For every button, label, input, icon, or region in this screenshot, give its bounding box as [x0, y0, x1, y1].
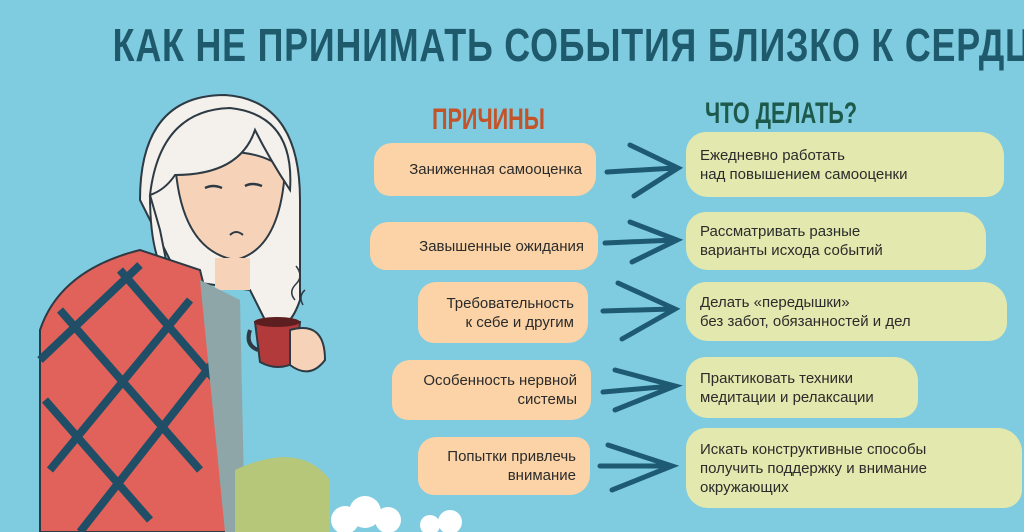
solution-box: Рассматривать разные варианты исхода собы… — [686, 212, 986, 270]
arrows — [597, 142, 684, 493]
cloud-icon — [331, 496, 462, 532]
solution-box: Делать «передышки»без забот, обязанносте… — [686, 282, 1007, 341]
arrow-icon — [600, 280, 681, 342]
arrow-icon — [604, 142, 684, 199]
solution-text: Ежедневно работать — [700, 146, 845, 164]
arrow-icon — [600, 367, 683, 413]
cause-text: внимание — [507, 467, 576, 484]
page-title: КАК НЕ ПРИНИМАТЬ СОБЫТИЯ БЛИЗКО К СЕРДЦУ — [112, 19, 1024, 71]
solution-text: без забот, обязанностей и дел — [700, 312, 911, 330]
cause-box: Попытки привлечь внимание — [418, 437, 590, 495]
solutions-header: ЧТО ДЕЛАТЬ? — [705, 97, 858, 130]
solution-text: Рассматривать разные — [700, 223, 861, 240]
cause-box: Заниженная самооценка — [374, 143, 596, 196]
solution-text: над повышением самооценки — [700, 165, 908, 183]
solution-text: Практиковать техники — [700, 369, 854, 387]
solution-text: получить поддержку и внимание — [700, 459, 928, 477]
cause-text: системы — [517, 391, 577, 408]
cause-box: Завышенные ожидания — [370, 222, 598, 270]
cause-text: Заниженная самооценка — [409, 161, 582, 178]
cause-text: Особенность нервной — [423, 372, 577, 389]
arrow-icon — [597, 442, 680, 493]
solution-text: варианты исхода событий — [700, 242, 883, 259]
arrow-icon — [602, 219, 684, 265]
solution-text: окружающих — [700, 478, 789, 496]
solution-text: Делать «передышки» — [700, 293, 850, 311]
cause-text: к себе и другим — [465, 313, 574, 331]
tea-cup-icon — [246, 265, 327, 373]
cause-text: Попытки привлечь — [447, 448, 576, 465]
cause-box: Особенность нервной системы — [392, 360, 591, 420]
solution-text: медитации и релаксации — [700, 388, 874, 406]
cause-text: Требовательность — [446, 294, 574, 312]
cause-text: Завышенные ожидания — [419, 237, 584, 255]
solution-text: Искать конструктивные способы — [700, 440, 927, 458]
causes-header: ПРИЧИНЫ — [432, 103, 545, 136]
